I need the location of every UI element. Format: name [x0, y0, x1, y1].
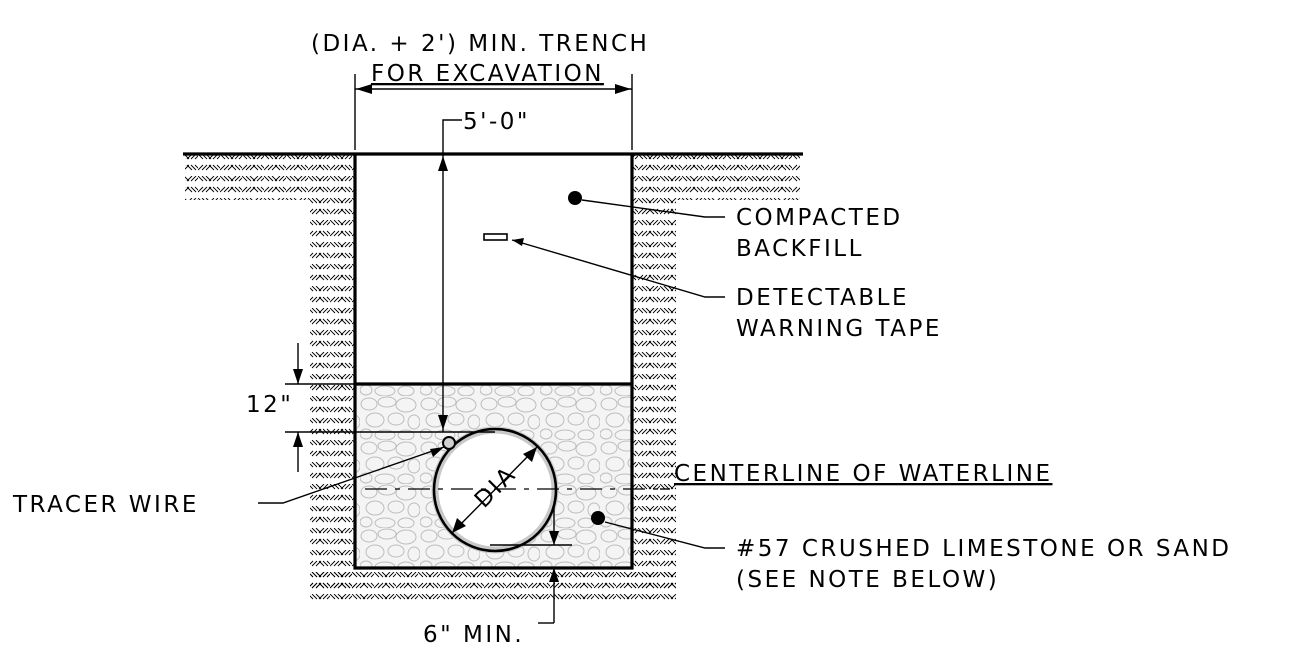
- cover-dim-leader: [442, 119, 462, 154]
- earth-hatch-right: [632, 154, 800, 592]
- bottom-dim-arrow-upper: [549, 531, 559, 545]
- bedding-material-leader: [604, 521, 725, 549]
- compacted-label-2: BACKFILL: [736, 236, 864, 262]
- dia-arrow-upper: [523, 447, 537, 462]
- dia-arrow-lower: [452, 518, 466, 533]
- trench-width-label: (DIA. + 2') MIN. TRENCH: [311, 31, 649, 57]
- tracer-wire-label: TRACER WIRE: [12, 492, 199, 518]
- for-excavation-label: FOR EXCAVATION: [371, 61, 604, 87]
- warning-tape-arrowhead: [512, 238, 524, 246]
- bedding-material-label-1: #57 CRUSHED LIMESTONE OR SAND: [736, 536, 1232, 562]
- earth-hatch-left: [185, 154, 355, 592]
- detectable-label-1: DETECTABLE: [736, 285, 909, 311]
- pipe-outline: [432, 427, 558, 553]
- trench-outline: [353, 154, 634, 570]
- bedding-material-label-2: (SEE NOTE BELOW): [736, 567, 999, 593]
- tracer-wire-arrowhead: [430, 447, 444, 457]
- bottom-dim-arrow-lower: [549, 568, 559, 582]
- backfill-marker: [568, 191, 582, 205]
- width-arrow-right: [615, 84, 631, 94]
- warning-tape: [483, 233, 508, 241]
- bedding-above-label: 12": [246, 392, 293, 418]
- cover-dim-arrow-top: [438, 156, 448, 171]
- bedding-marker: [591, 511, 605, 525]
- detectable-label-2: WARNING TAPE: [736, 316, 942, 342]
- tracer-wire: [442, 436, 456, 450]
- warning-tape-leader: [511, 239, 725, 298]
- bedding-below-label: 6" MIN.: [423, 622, 524, 646]
- dia-dimension-line: [451, 446, 538, 534]
- cover-dim-arrow-bottom: [438, 415, 448, 430]
- bedding-dim-arrow-lower: [293, 432, 303, 447]
- compacted-label-1: COMPACTED: [736, 205, 903, 231]
- bedding-dim-arrow-upper: [293, 369, 303, 384]
- cover-depth-label: 5'-0": [463, 109, 530, 135]
- backfill-leader: [581, 199, 725, 218]
- centerline-label: CENTERLINE OF WATERLINE: [674, 461, 1052, 487]
- width-arrow-left: [356, 84, 372, 94]
- tracer-wire-leader: [258, 446, 445, 504]
- earth-hatch-bottom: [310, 568, 676, 600]
